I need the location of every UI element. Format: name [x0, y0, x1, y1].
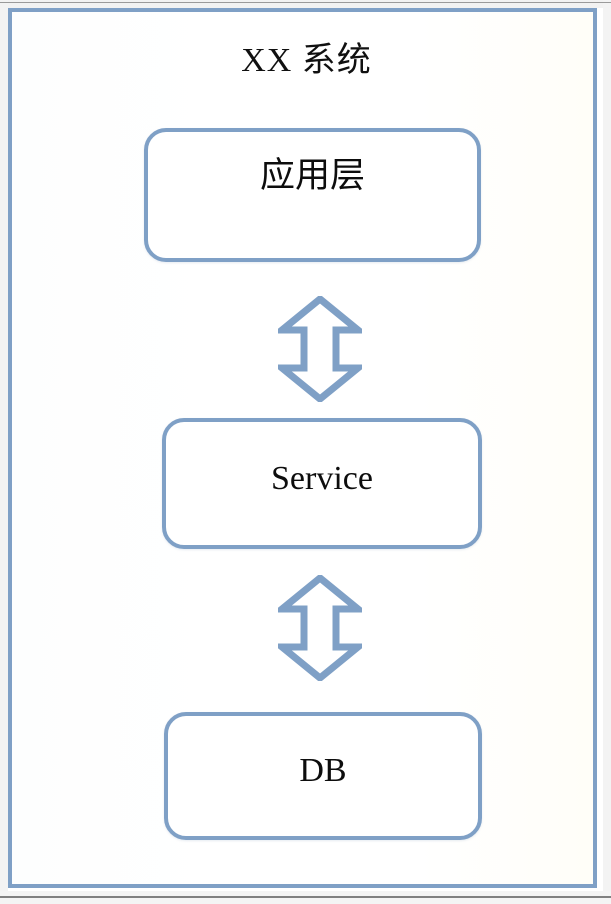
node-db-label: DB — [299, 752, 347, 789]
page-margin-left — [0, 0, 8, 904]
double-arrow-vertical-icon-app-service — [278, 296, 362, 402]
page-margin-right — [603, 0, 611, 904]
node-application-layer[interactable]: 应用层 — [144, 128, 481, 262]
page-margin-top — [0, 0, 611, 8]
page-rule-bottom — [0, 896, 611, 898]
double-arrow-vertical-icon-service-db — [278, 575, 362, 681]
diagram-frame: XX 系统 应用层 Service DB — [8, 8, 597, 888]
page-rule-top — [0, 2, 611, 3]
node-application-layer-label: 应用层 — [259, 156, 365, 196]
node-service[interactable]: Service — [162, 418, 482, 549]
diagram-title: XX 系统 — [241, 42, 372, 79]
node-service-label: Service — [271, 460, 373, 497]
node-db[interactable]: DB — [164, 712, 482, 840]
